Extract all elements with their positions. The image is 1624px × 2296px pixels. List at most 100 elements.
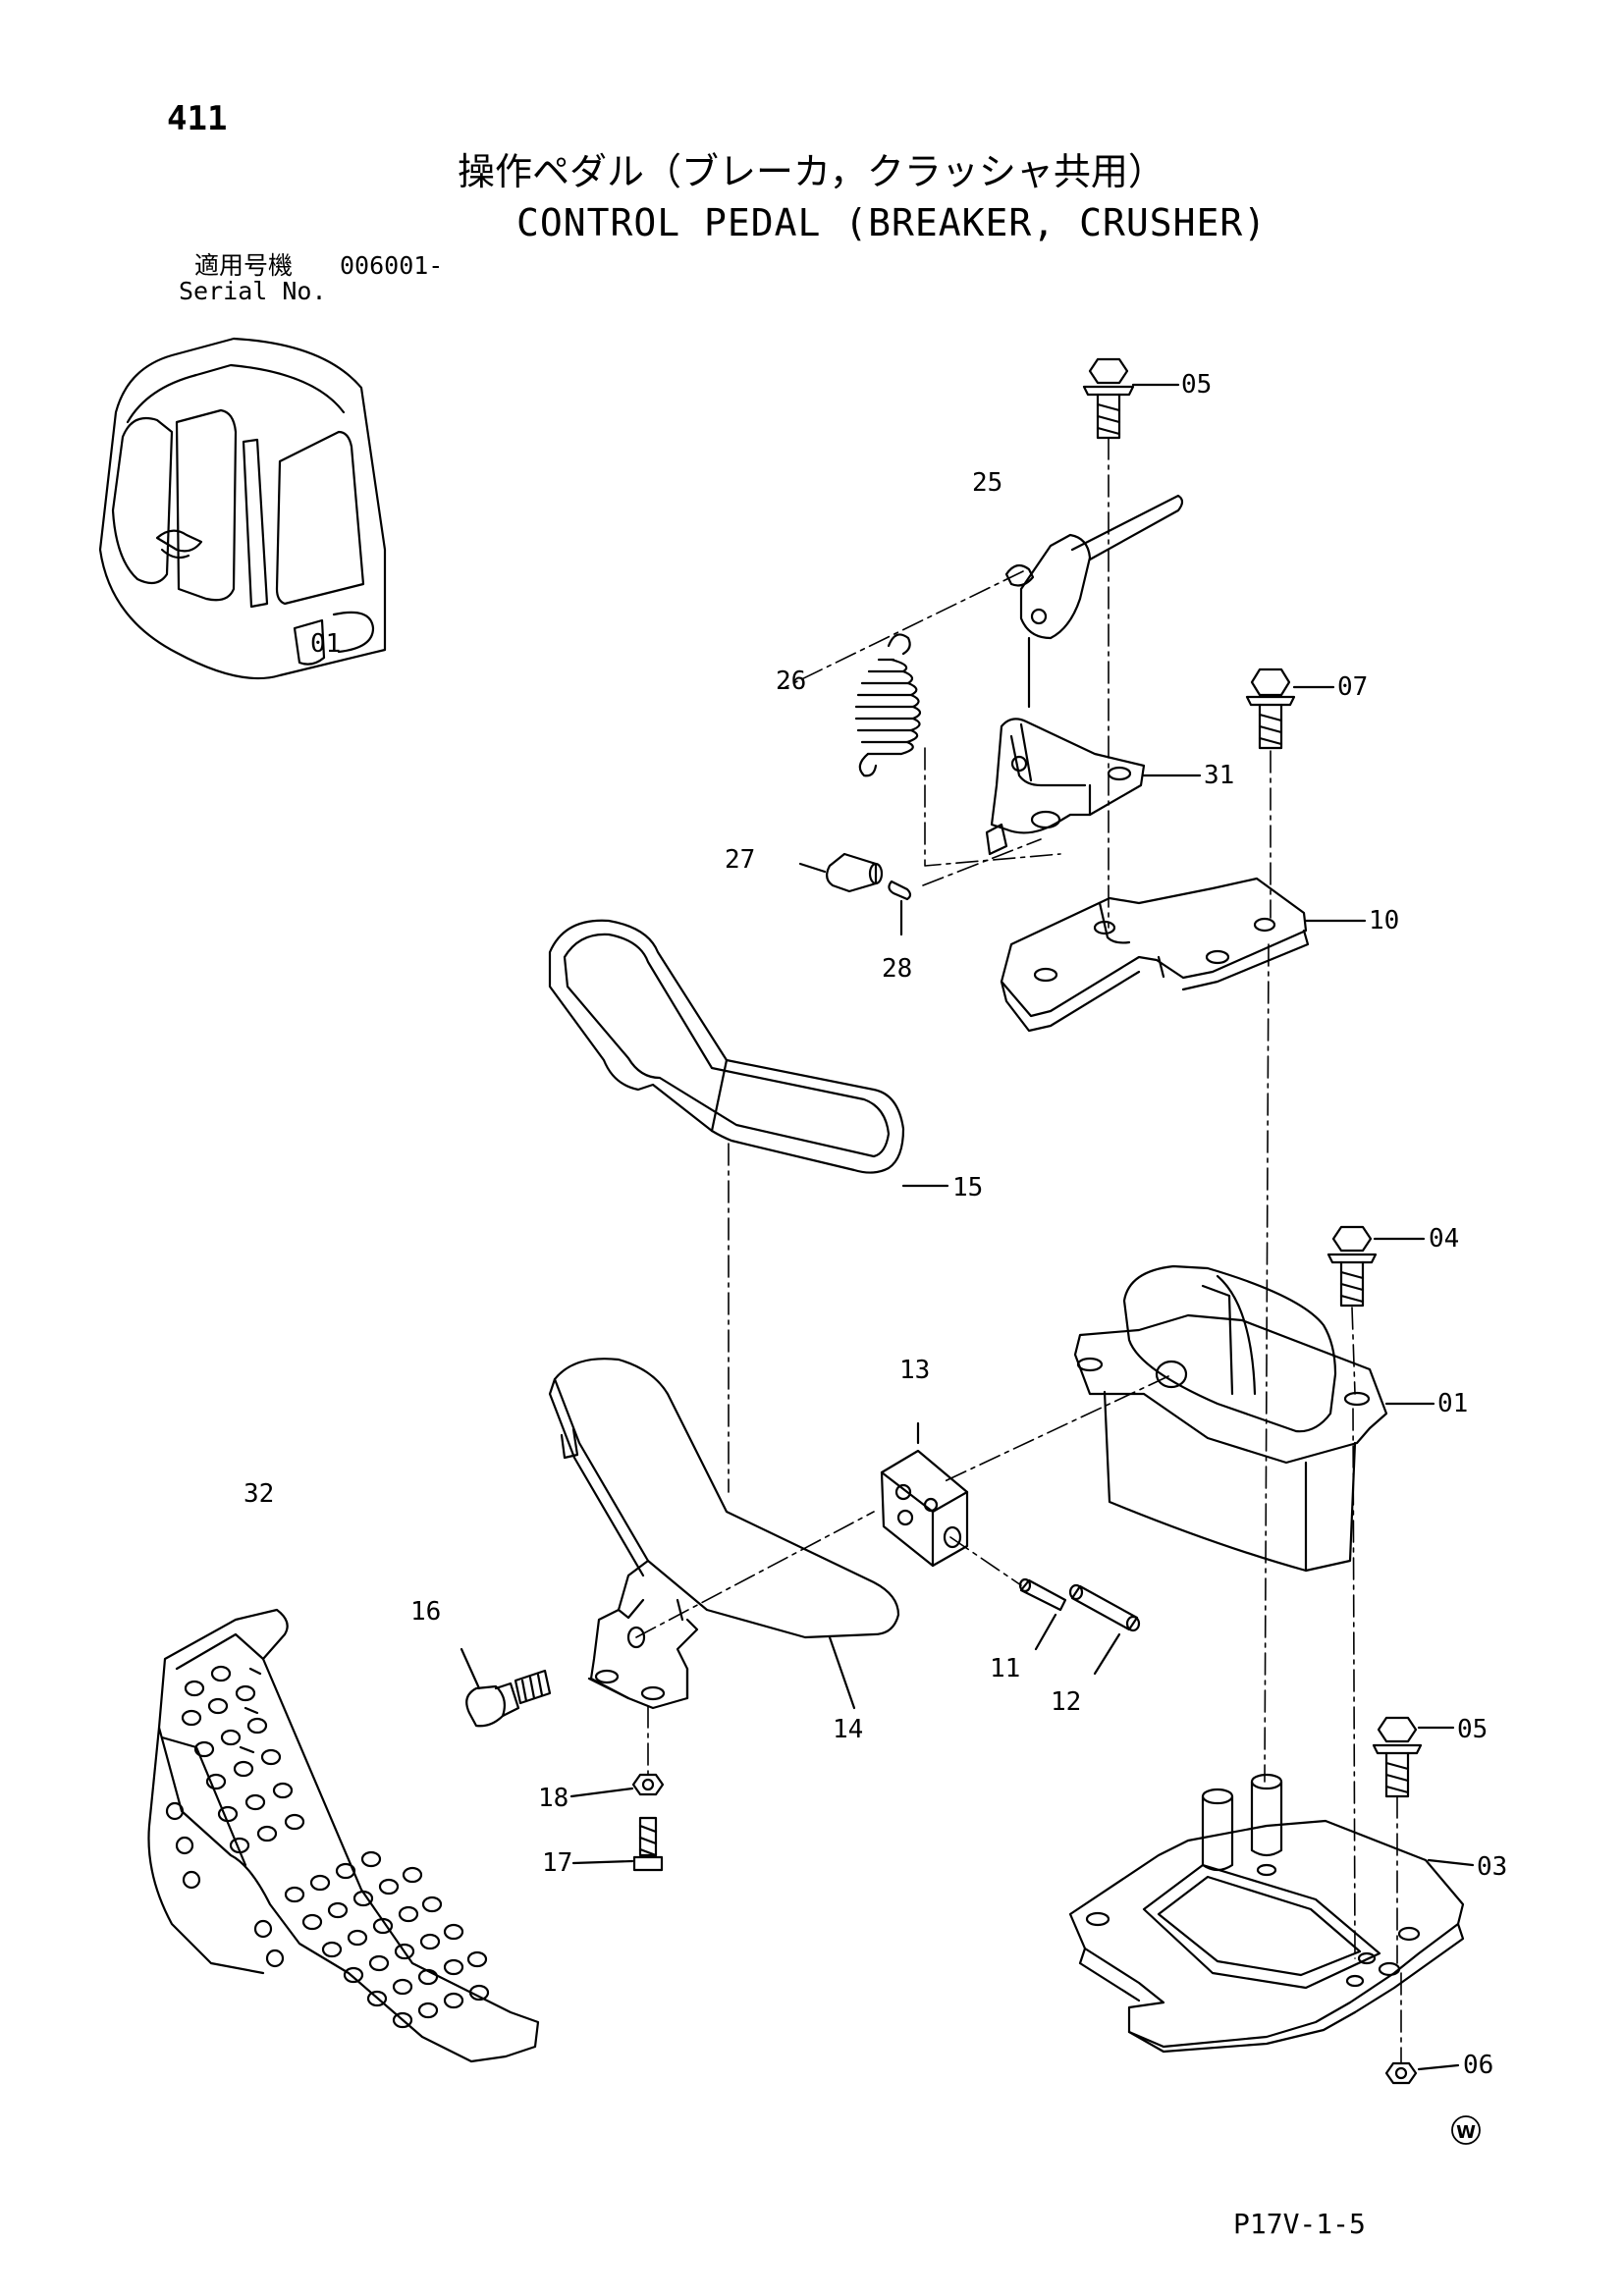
pad-hole (378, 1878, 400, 1896)
callout-04: 04 (1429, 1224, 1459, 1254)
pad-hole (392, 2011, 413, 2029)
pad-hole (352, 1890, 374, 1907)
bolt-05-top (1082, 357, 1180, 440)
pad-hole (284, 1886, 305, 1903)
page-code: P17V-1-5 (1233, 2208, 1366, 2240)
pin-27 (798, 852, 884, 893)
pad-hole (419, 1933, 441, 1950)
serial-number-value: 006001- (340, 251, 444, 280)
pad-hole (398, 1905, 419, 1923)
title-english: CONTROL PEDAL (BREAKER, CRUSHER) (516, 201, 1268, 244)
callout-25: 25 (972, 468, 1002, 498)
pin-11 (1018, 1577, 1067, 1651)
callout-01: 01 (1437, 1389, 1468, 1418)
pad-hole (256, 1825, 278, 1842)
callout-13: 13 (899, 1356, 930, 1385)
callout-06: 06 (1463, 2051, 1493, 2080)
pad-hole (392, 1978, 413, 1996)
cab-label: 01 (310, 629, 341, 659)
pad-hole (360, 1850, 382, 1868)
callout-14: 14 (833, 1715, 863, 1744)
pad-hole (443, 1958, 464, 1976)
callout-11: 11 (990, 1654, 1020, 1683)
pad-hole (220, 1729, 242, 1746)
pad-hole (217, 1805, 239, 1823)
base-plate-03 (1068, 1773, 1475, 2054)
pad-hole (184, 1680, 205, 1697)
callout-15: 15 (952, 1173, 983, 1202)
callout-31: 31 (1204, 761, 1234, 790)
pad-hole (421, 1896, 443, 1913)
page-number: 411 (167, 99, 228, 138)
pedal-cover-15 (548, 919, 949, 1188)
callout-17: 17 (542, 1848, 572, 1878)
callout-28: 28 (882, 954, 912, 984)
pad-hole (466, 1950, 488, 1968)
pad-hole (272, 1782, 294, 1799)
callout-labels: 05 25 26 07 31 27 28 10 15 04 01 13 32 1… (244, 370, 1507, 2080)
cab-location-icon: 01 (98, 337, 387, 680)
pedal-valve-01 (1073, 1264, 1435, 1573)
pad-hole (246, 1717, 268, 1735)
title-japanese: 操作ペダル（ブレーカ，クラッシャ共用） (458, 150, 1165, 193)
pad-hole (207, 1697, 229, 1715)
pad-hole (301, 1913, 323, 1931)
return-spring-26 (854, 633, 922, 777)
callout-18: 18 (538, 1784, 568, 1813)
bolt-16 (460, 1647, 552, 1728)
pedal-pad-holes (181, 1665, 490, 2029)
pin-12 (1068, 1583, 1141, 1676)
pad-hole (260, 1748, 282, 1766)
pad-hole (468, 1984, 490, 2002)
assembly-lines (635, 437, 1402, 2064)
pad-hole (335, 1862, 356, 1880)
pad-hole (244, 1793, 266, 1811)
pad-hole (193, 1740, 215, 1758)
callout-05-top: 05 (1181, 370, 1212, 400)
callout-16: 16 (410, 1597, 441, 1627)
pedal-pad-32 (147, 1608, 540, 2063)
callout-07: 07 (1337, 672, 1368, 702)
pad-hole (368, 1954, 390, 1972)
serial-label-english: Serial No. (179, 277, 327, 305)
w-mark-letter: W (1456, 2122, 1476, 2143)
pad-hole (233, 1760, 254, 1778)
pad-hole (417, 1968, 439, 1986)
pedal-14 (548, 1358, 900, 1710)
pad-hole (229, 1837, 250, 1854)
pad-hole (235, 1684, 256, 1702)
split-pin-28 (888, 880, 912, 936)
callout-26: 26 (776, 667, 806, 696)
callout-03: 03 (1477, 1852, 1507, 1882)
pad-hole (210, 1665, 232, 1682)
pad-hole (205, 1773, 227, 1790)
pivot-arm-25 (1004, 494, 1184, 709)
pad-hole (347, 1929, 368, 1947)
callout-27: 27 (725, 845, 755, 875)
pad-hole (327, 1901, 349, 1919)
block-13 (880, 1421, 969, 1568)
pad-hole (402, 1866, 423, 1884)
nut-06 (1384, 2061, 1460, 2085)
mounting-plate-10 (1000, 877, 1367, 1033)
pad-hole (321, 1941, 343, 1958)
pad-hole (372, 1917, 394, 1935)
bolt-17 (571, 1816, 664, 1872)
bolt-05-bottom (1372, 1716, 1455, 1798)
pad-hole (366, 1990, 388, 2007)
pad-hole (443, 1992, 464, 2009)
bolt-07 (1245, 667, 1335, 750)
callout-05-bottom: 05 (1457, 1715, 1488, 1744)
serial-label-japanese: 適用号機 (194, 251, 294, 280)
callout-12: 12 (1051, 1687, 1081, 1717)
pad-hole (284, 1813, 305, 1831)
pad-hole (394, 1943, 415, 1960)
callout-32: 32 (244, 1479, 274, 1509)
callout-10: 10 (1369, 906, 1399, 935)
pad-hole (343, 1966, 364, 1984)
bolt-04 (1326, 1225, 1426, 1308)
w-mark: W (1451, 2115, 1481, 2145)
pad-hole (181, 1709, 202, 1727)
pad-hole (309, 1874, 331, 1892)
